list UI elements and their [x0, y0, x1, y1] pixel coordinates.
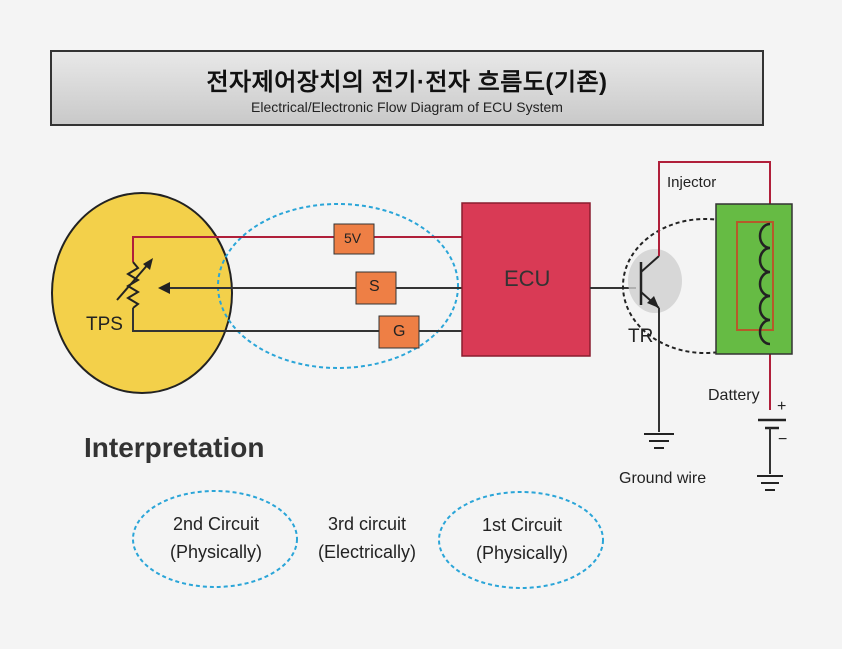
injector-box	[715, 203, 793, 355]
transistor-arrow	[647, 296, 659, 308]
battery-plus-sign: +	[777, 398, 787, 415]
circuit-2-outline	[132, 490, 298, 588]
battery-label: Dattery	[708, 387, 760, 404]
circuit-3-line2: (Electrically)	[317, 542, 416, 562]
battery-minus-sign: −	[778, 431, 788, 448]
circuit-2-line2: (Physically)	[169, 542, 262, 562]
circuit-3-line1: 3rd circuit	[327, 514, 407, 534]
interpretation-heading: Interpretation	[84, 432, 265, 463]
circuit-2-line1: 2nd Circuit	[172, 514, 260, 534]
title-english: Electrical/Electronic Flow Diagram of EC…	[251, 99, 563, 115]
circuit-2-text: 2nd Circuit (Physically)	[143, 510, 289, 566]
title-korean: 전자제어장치의 전기·전자 흐름도(기존)	[206, 69, 608, 96]
injector-coil-frame	[736, 221, 774, 331]
pin-circuit-outline	[217, 203, 459, 369]
circuit-1-outline	[438, 491, 604, 589]
potentiometer-arrow	[143, 258, 153, 270]
signal-arrow	[158, 282, 170, 294]
pin-5v-label: 5V	[344, 230, 362, 246]
ground-wire-label: Ground wire	[619, 470, 707, 487]
pin-5v-box	[333, 223, 375, 255]
transistor-collector	[640, 255, 660, 273]
potentiometer-wiper	[116, 261, 151, 301]
ecu-label: ECU	[504, 266, 551, 291]
wire-ground	[132, 308, 462, 332]
circuit-3-text: 3rd circuit (Electrically)	[295, 510, 439, 566]
tps-label: TPS	[86, 314, 123, 335]
tps-sensor	[51, 192, 233, 394]
ecu-box	[461, 202, 591, 357]
pin-g-box	[378, 315, 420, 349]
pin-g-label: G	[393, 323, 406, 340]
tr-label: TR	[628, 326, 654, 347]
pin-s-label: S	[369, 278, 380, 295]
title-banner: 전자제어장치의 전기·전자 흐름도(기존) Electrical/Electro…	[50, 50, 764, 126]
circuit-1-text: 1st Circuit (Physically)	[449, 511, 595, 567]
injector-label: Injector	[667, 174, 717, 191]
circuit-1-line1: 1st Circuit	[481, 515, 562, 535]
pin-s-box	[355, 271, 397, 305]
circuit-1-line2: (Physically)	[475, 543, 568, 563]
injector-coil	[758, 222, 771, 346]
